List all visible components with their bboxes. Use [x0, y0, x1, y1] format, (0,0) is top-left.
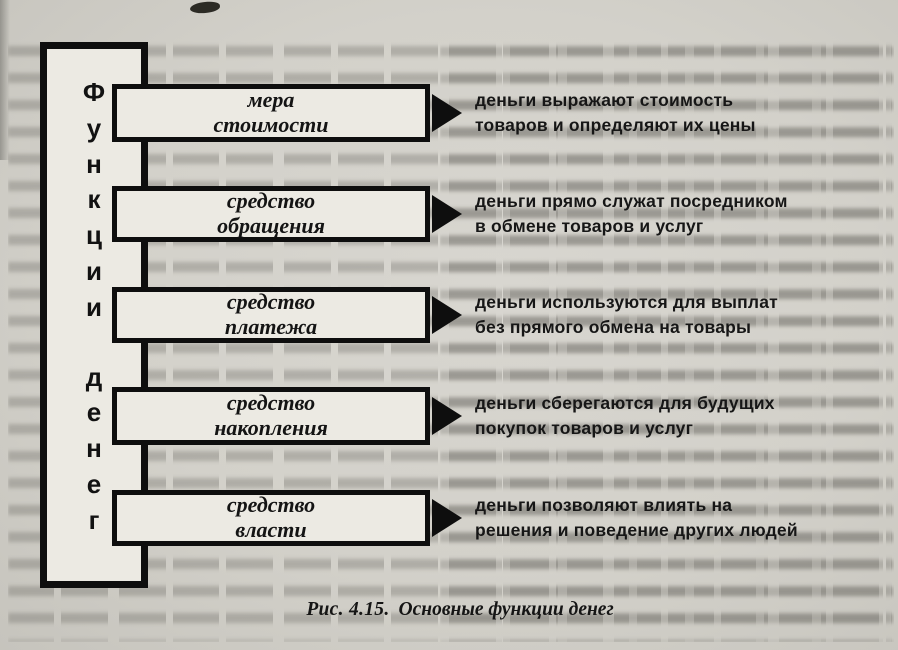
term-label: средство власти	[226, 492, 316, 542]
term-description: деньги выражают стоимость товаров и опре…	[475, 90, 756, 135]
vertical-letter: е	[86, 469, 102, 500]
term-label: средство накопления	[214, 390, 328, 440]
vertical-letter: и	[86, 291, 102, 322]
vertical-letter: к	[87, 184, 101, 215]
term-label: средство платежа	[224, 289, 318, 339]
vertical-letter: Ф	[82, 77, 106, 107]
term-box: мера стоимости	[112, 84, 430, 142]
arrow-right-icon	[432, 94, 462, 132]
term-description: деньги сберегаются для будущих покупок т…	[475, 393, 775, 438]
function-row-measure-of-value: мера стоимости деньги выражают стоимость…	[112, 84, 890, 142]
ink-smudge	[189, 0, 221, 15]
function-row-store-of-value: средство накопления деньги сберегаются д…	[112, 387, 890, 445]
function-row-means-of-payment: средство платежа деньги используются для…	[112, 287, 890, 343]
term-label: мера стоимости	[213, 87, 329, 137]
figure-caption: Рис. 4.15. Основные функции денег	[150, 599, 770, 621]
term-label: средство обращения	[217, 188, 325, 238]
bleed-through-text	[440, 36, 894, 642]
term-box: средство накопления	[112, 387, 430, 445]
vertical-letter: у	[86, 112, 102, 143]
arrow-right-icon	[432, 397, 462, 435]
figure-title: Основные функции денег	[398, 599, 614, 620]
vertical-letter: г	[88, 504, 100, 535]
arrow-right-icon	[432, 195, 462, 233]
function-row-medium-of-exchange: средство обращения деньги прямо служат п…	[112, 186, 890, 242]
vertical-letter: е	[86, 397, 102, 428]
vertical-title-functions-of-money: Ф у н к ц и и д е н е г	[40, 49, 148, 581]
scan-edge-shadow	[0, 0, 10, 160]
term-description: деньги используются для выплат без прямо…	[475, 292, 778, 337]
figure-number: Рис. 4.15.	[306, 599, 390, 620]
term-description: деньги прямо служат посредником в обмене…	[475, 191, 788, 236]
arrow-right-icon	[432, 499, 462, 537]
term-box: средство обращения	[112, 186, 430, 242]
vertical-letter: н	[86, 433, 102, 464]
vertical-letter: н	[86, 148, 102, 179]
term-box: средство платежа	[112, 287, 430, 343]
term-box: средство власти	[112, 490, 430, 546]
vertical-letter: д	[85, 361, 103, 392]
vertical-letter: ц	[86, 220, 102, 251]
function-row-means-of-power: средство власти деньги позволяют влиять …	[112, 490, 890, 546]
term-description: деньги позволяют влиять на решения и пов…	[475, 495, 798, 540]
arrow-right-icon	[432, 296, 462, 334]
vertical-letter: и	[86, 256, 102, 287]
